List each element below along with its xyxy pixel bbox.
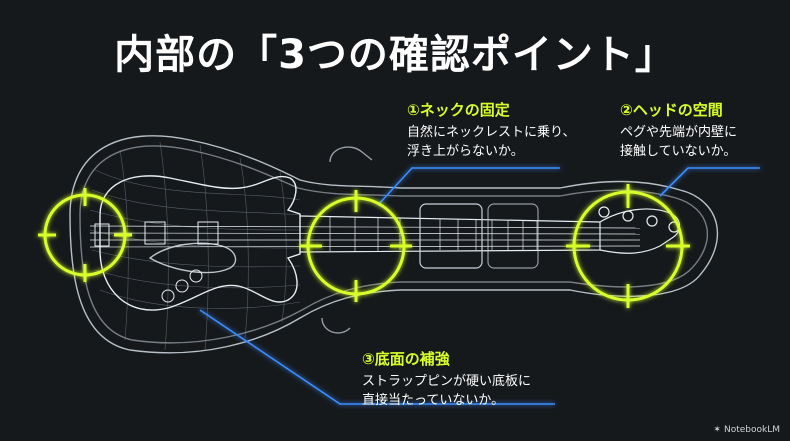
- callout-head-space: ②ヘッドの空間 ペグや先端が内壁に 接触していないか。: [620, 100, 737, 161]
- callout-bottom-reinforcement: ③底面の補強 ストラップピンが硬い底板に 直接当たっていないか。: [362, 349, 531, 410]
- callout-neck-fixing: ①ネックの固定 自然にネックレストに乗り、 浮き上がらないか。: [407, 100, 575, 161]
- control-knobs: [161, 269, 203, 303]
- callout-line-neck: [377, 167, 560, 206]
- reticle-strap-pin: [38, 188, 132, 282]
- notebooklm-logo-icon: ✶: [713, 425, 721, 435]
- callout-line: 接触していないか。: [620, 144, 737, 159]
- callout-lines: [199, 167, 760, 405]
- bass-neck: [89, 215, 641, 253]
- callout-body: ペグや先端が内壁に 接触していないか。: [620, 123, 737, 161]
- callout-heading: ③底面の補強: [362, 350, 450, 368]
- callout-heading: ①ネックの固定: [407, 101, 510, 119]
- callout-heading: ②ヘッドの空間: [620, 101, 723, 119]
- page-title: 内部の「3つの確認ポイント」: [114, 32, 676, 78]
- callout-body: 自然にネックレストに乗り、 浮き上がらないか。: [407, 123, 575, 161]
- callout-line-head: [659, 167, 760, 197]
- callout-body: ストラップピンが硬い底板に 直接当たっていないか。: [362, 372, 531, 410]
- callout-line: 自然にネックレストに乗り、: [407, 125, 576, 140]
- case-mesh: [89, 141, 301, 351]
- callout-line: 浮き上がらないか。: [407, 144, 524, 159]
- callout-line: ペグや先端が内壁に: [620, 125, 738, 140]
- reticle-neck: [300, 190, 412, 302]
- callout-line-bottom: [199, 309, 555, 405]
- brand-name: NotebookLM: [723, 425, 780, 435]
- brand-watermark: ✶ NotebookLM: [713, 425, 780, 435]
- callout-line: 直接当たっていないか。: [362, 393, 505, 408]
- neck-rest: [419, 203, 539, 269]
- callout-line: ストラップピンが硬い底板に: [362, 374, 532, 389]
- bass-body: [99, 175, 301, 311]
- reticles: [38, 184, 690, 308]
- reticle-head: [566, 184, 690, 308]
